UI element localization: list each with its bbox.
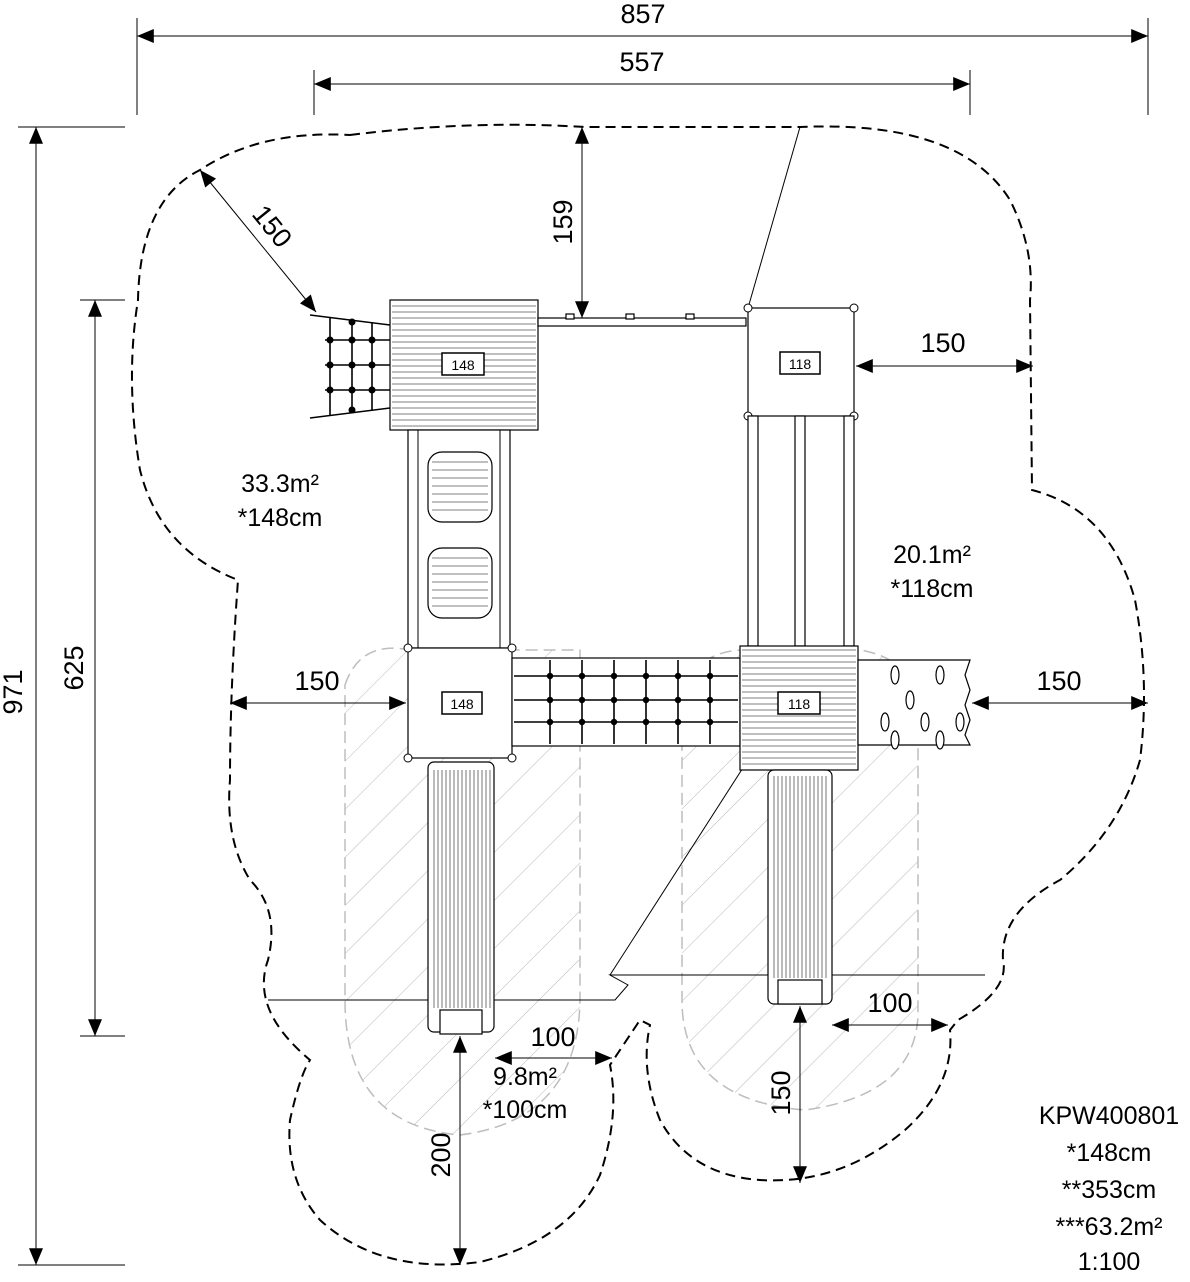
- slide-left: [427, 761, 495, 1035]
- slide-area-value: 9.8m²: [493, 1063, 557, 1091]
- top-rail: [537, 313, 747, 327]
- tower-bottom-right: 118: [739, 645, 859, 771]
- info-length: **353cm: [1062, 1176, 1157, 1204]
- dim-net-clearance: 150: [246, 199, 298, 253]
- dim-inner-width: 557: [619, 47, 664, 77]
- net-bridge: [511, 657, 741, 747]
- tower-top-right: 118: [743, 303, 859, 421]
- dim-slide2-exit: 150: [766, 1070, 796, 1115]
- model-number: KPW400801: [1039, 1102, 1179, 1130]
- dim-inner-height: 625: [59, 645, 89, 690]
- area-boundary-diagonal: [609, 759, 749, 976]
- platform-label-bottom-left: 148: [450, 696, 474, 712]
- right-area-value: 20.1m²: [893, 541, 971, 569]
- right-area-height: *118cm: [891, 575, 974, 603]
- net-climber: [309, 314, 391, 419]
- left-area-value: 33.3m²: [241, 470, 319, 498]
- dim-slide1-side: 100: [530, 1022, 575, 1052]
- area-boundary-top-diagonal: [747, 126, 801, 309]
- platform-label-bottom-right: 118: [788, 696, 811, 712]
- dim-overall-width: 857: [620, 0, 665, 29]
- area-boundary-line: [268, 974, 985, 1001]
- platform-label-top-left: 148: [451, 357, 475, 373]
- dim-slide2-side: 100: [867, 988, 912, 1018]
- dim-right-tower-clearance: 150: [920, 328, 965, 358]
- slide-right: [767, 769, 833, 1005]
- dim-top-clearance: 159: [548, 199, 578, 244]
- info-height: *148cm: [1067, 1139, 1152, 1167]
- slide-zone-left-border: [344, 647, 581, 1136]
- tower-top-left: 148: [389, 299, 539, 431]
- tower-bottom-left: 148: [403, 643, 517, 763]
- info-total-area: ***63.2m²: [1056, 1213, 1163, 1241]
- left-bridge: [407, 429, 511, 649]
- info-scale: 1:100: [1078, 1248, 1141, 1276]
- climbing-wall: [857, 659, 971, 750]
- dim-left-clearance: 150: [294, 666, 339, 696]
- dim-slide1-exit: 200: [426, 1132, 456, 1177]
- slide-zone-right-border: [681, 649, 919, 1111]
- dim-overall-height: 971: [0, 669, 28, 714]
- vertical-posts-right: [747, 415, 855, 647]
- left-area-height: *148cm: [238, 504, 323, 532]
- platform-label-top-right: 118: [789, 356, 812, 372]
- dim-right-clearance: 150: [1036, 666, 1081, 696]
- slide-area-height: *100cm: [483, 1096, 568, 1124]
